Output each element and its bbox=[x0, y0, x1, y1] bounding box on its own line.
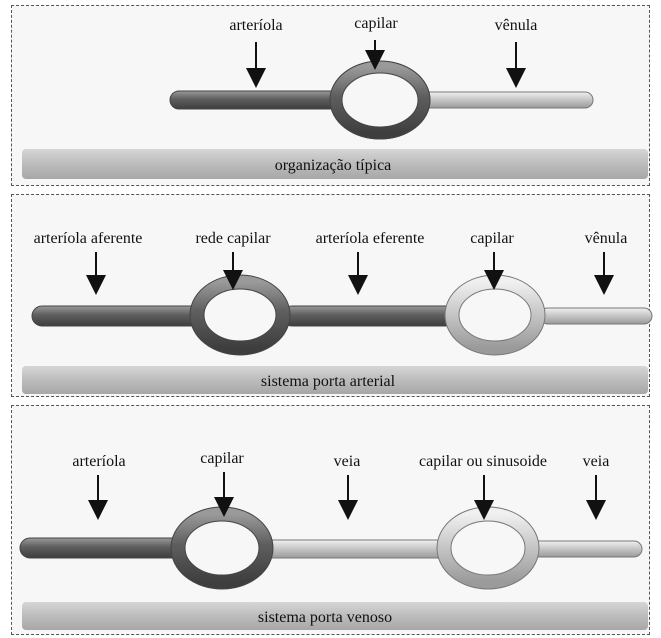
label-capillary: capilar bbox=[354, 15, 398, 32]
panel2-labels: arteríola aferente rede capilar arteríol… bbox=[34, 230, 628, 285]
panel3-labels: arteríola capilar veia capilar ou sinuso… bbox=[72, 450, 609, 510]
label-capillary-network: rede capilar bbox=[195, 230, 271, 247]
afferent-arteriole bbox=[32, 306, 202, 326]
label-capillary: capilar bbox=[200, 450, 244, 467]
venule bbox=[540, 308, 652, 324]
panel2-base-vessel: sistema porta arterial bbox=[22, 366, 648, 394]
label-capillary-or-sinusoid: capilar ou sinusoide bbox=[419, 453, 547, 470]
label-arteriole: arteríola bbox=[229, 17, 282, 34]
label-venule: vênula bbox=[585, 230, 628, 247]
label-afferent-arteriole: arteríola aferente bbox=[34, 230, 143, 247]
panel3-base-vessel: sistema porta venoso bbox=[22, 602, 648, 630]
label-capillary: capilar bbox=[470, 230, 514, 247]
caption-typical: organização típica bbox=[275, 157, 392, 174]
panel2-vessels bbox=[32, 275, 652, 355]
label-vein: veia bbox=[334, 453, 361, 470]
panel1-base-vessel: organização típica bbox=[22, 149, 648, 179]
label-arteriole: arteríola bbox=[72, 453, 125, 470]
efferent-arteriole bbox=[282, 306, 457, 326]
caption-venous-portal: sistema porta venoso bbox=[258, 609, 392, 626]
venule bbox=[415, 92, 593, 108]
panel1-vessels bbox=[170, 61, 593, 139]
arteriole bbox=[20, 538, 190, 558]
caption-arterial-portal: sistema porta arterial bbox=[261, 373, 396, 390]
panel3-vessels bbox=[20, 507, 642, 589]
label-venule: vênula bbox=[495, 17, 538, 34]
label-vein: veia bbox=[583, 453, 610, 470]
label-efferent-arteriole: arteríola eferente bbox=[316, 230, 425, 247]
vein bbox=[530, 541, 642, 557]
arteriole bbox=[170, 91, 340, 109]
portal-vein bbox=[262, 540, 454, 558]
